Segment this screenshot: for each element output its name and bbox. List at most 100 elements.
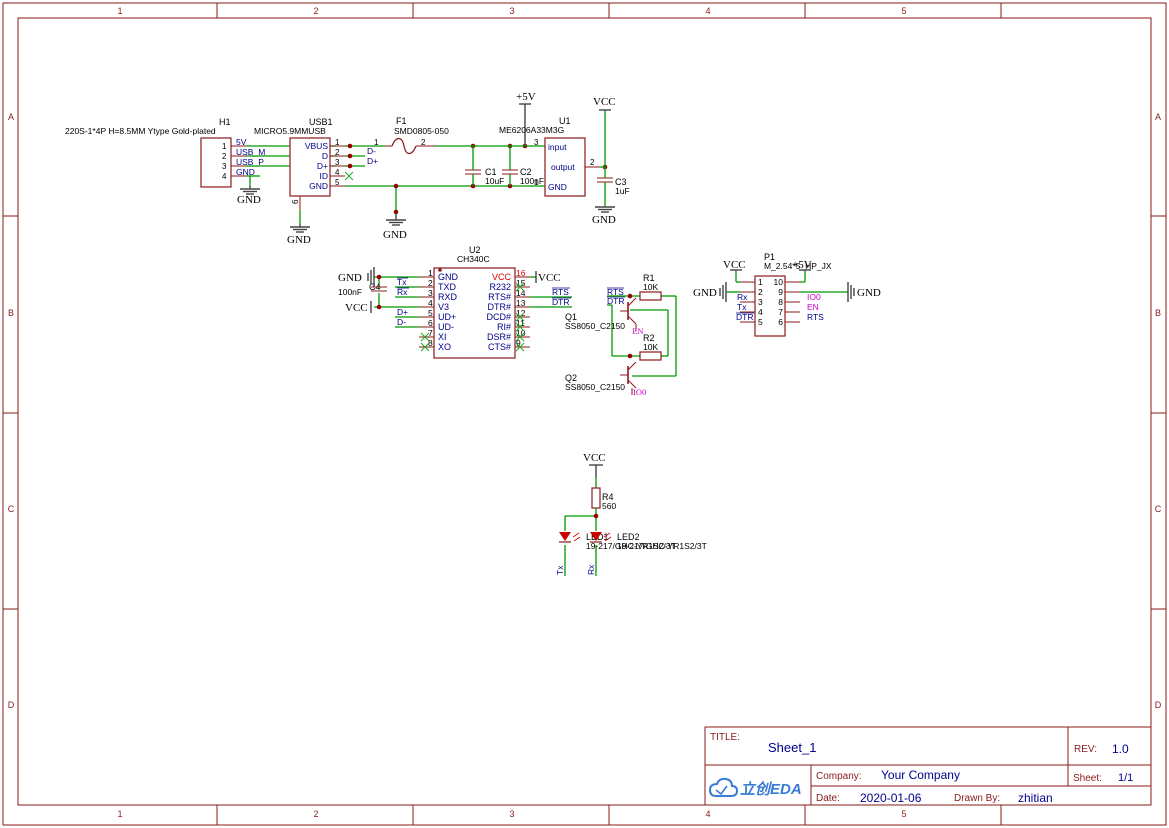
vcc-symbol-p1: VCC — [723, 259, 746, 271]
usb1-pin-name: D — [322, 151, 328, 161]
usb1-id-no-connect — [344, 171, 354, 181]
date-value: 2020-01-06 — [860, 791, 922, 805]
col-label-bottom-1: 1 — [117, 809, 122, 819]
gnd-symbol: GND — [237, 186, 261, 206]
p1-value: M_2.54*5_HP_JX — [764, 261, 832, 271]
component-c2[interactable]: C2 100nF — [502, 146, 544, 186]
component-c1[interactable]: C1 10uF — [465, 146, 504, 186]
gnd-label: GND — [287, 234, 311, 246]
component-c3[interactable]: C3 1uF — [597, 177, 630, 207]
h1-net-5v: 5V — [236, 137, 247, 147]
net-label-dtr: DTR — [736, 312, 753, 322]
component-u1[interactable]: U1 ME6206A33M3G input output GND 3 1 2 — [499, 116, 600, 197]
net-label-rts: RTS — [552, 287, 569, 297]
usb1-pin-number: 6 — [291, 199, 300, 204]
net-label-dplus: D+ — [397, 307, 408, 317]
component-h1[interactable]: H1 220S-1*4P H=8.5MM Ytype Gold-plated 1… — [65, 117, 265, 188]
net-label-dtr: DTR — [607, 296, 624, 306]
u2-left-pin-name: V3 — [438, 302, 449, 312]
row-label-right-b: B — [1155, 308, 1161, 318]
component-q1[interactable]: Q1 SS8050_C2150 EN — [565, 297, 643, 336]
net-label-dplus: D+ — [367, 156, 378, 166]
component-usb1[interactable]: USB1 MICRO5.9MMUSB VBUS D D+ ID GND 1 2 … — [254, 117, 354, 210]
u2-left-pin-number: 6 — [428, 318, 433, 328]
u1-pin-gnd: GND — [548, 182, 567, 192]
title-label: TITLE: — [710, 732, 740, 743]
p1-right-pin-number: 9 — [778, 287, 783, 297]
c4-value: 100nF — [338, 287, 362, 297]
h1-net-usb-m: USB_M — [236, 147, 265, 157]
row-label-right-a: A — [1155, 112, 1161, 122]
u2-left-pin-number: 7 — [428, 328, 433, 338]
gnd-symbol: GND — [383, 212, 407, 241]
gnd-label: GND — [383, 229, 407, 241]
h1-pin-number: 4 — [222, 172, 227, 181]
component-q2[interactable]: Q2 SS8050_C2150 IO0 — [565, 361, 646, 397]
p1-wires — [726, 270, 848, 293]
u2-right-pin-name: DSR# — [487, 332, 511, 342]
rev-label: REV: — [1074, 744, 1097, 755]
component-r1[interactable]: R1 10K — [639, 273, 662, 301]
row-label-left-c: C — [8, 504, 15, 514]
company-label: Company: — [816, 771, 862, 782]
f1-value: SMD0805-050 — [394, 126, 449, 136]
title-block: TITLE: Sheet_1 REV: 1.0 Company: Your Co… — [704, 726, 1152, 806]
u2-right-pin-number: 16 — [516, 268, 526, 278]
u1-pin-number: 1 — [534, 178, 539, 187]
net-label-rx: Rx — [397, 287, 408, 297]
component-led2[interactable]: LED2 19-217/GHC-YR1S2/3T — [590, 532, 707, 551]
c3-ref: C3 — [615, 177, 627, 187]
u2-right-pin-number: 11 — [516, 318, 525, 328]
gnd-label: GND — [857, 287, 881, 299]
u2-right-pin-name: RI# — [497, 322, 511, 332]
p5v-label: +5V — [792, 259, 812, 271]
net-label-en: EN — [632, 326, 643, 336]
sheet-label: Sheet: — [1073, 773, 1102, 784]
u2-left-pin-name: XI — [438, 332, 447, 342]
q2-ref: Q2 — [565, 373, 577, 383]
u2-left-pin-number: 4 — [428, 298, 433, 308]
usb1-pin-number: 4 — [335, 168, 340, 177]
net-label-tx: Tx — [555, 565, 565, 575]
r1-value: 10K — [643, 282, 658, 292]
h1-net-gnd: GND — [236, 167, 255, 177]
u2-right-pin-number: 14 — [516, 288, 526, 298]
u2-right-pin-number: 10 — [516, 328, 526, 338]
p1-right-pin-number: 10 — [774, 277, 784, 287]
vcc-label: VCC — [593, 96, 616, 108]
c3-value: 1uF — [615, 186, 630, 196]
r2-value: 10K — [643, 342, 658, 352]
p1-left-pin-number: 3 — [758, 297, 763, 307]
u2-left-pin-number: 1 — [428, 268, 433, 278]
drawn-by-label: Drawn By: — [954, 793, 1000, 804]
u1-pin-input: input — [548, 142, 567, 152]
p1-left-pin-number: 5 — [758, 317, 763, 327]
gnd-symbol: GND — [592, 206, 616, 226]
rev-value: 1.0 — [1112, 742, 1129, 756]
component-f1[interactable]: F1 SMD0805-050 1 2 — [374, 116, 449, 155]
usb1-pin-number: 2 — [335, 148, 340, 157]
component-u2[interactable]: U2 CH340C GND TXD RXD V3 UD+ UD- XI XO V… — [419, 245, 530, 359]
p5v-symbol: +5V — [516, 91, 536, 146]
usb1-pin-number: 5 — [335, 178, 340, 187]
net-label-dtr: DTR — [552, 297, 569, 307]
u2-no-connect-marks — [420, 282, 525, 352]
r2-ref: R2 — [643, 333, 655, 343]
gnd-symbol-p1-left: GND — [693, 282, 727, 302]
component-r4[interactable]: R4 560 — [591, 487, 616, 511]
vcc-label: VCC — [345, 302, 368, 314]
p5v-symbol-p1: +5V — [792, 259, 812, 271]
gnd-label: GND — [237, 194, 261, 206]
overbars — [397, 277, 571, 299]
u2-right-pin-number: 13 — [516, 298, 526, 308]
usb1-pin-name: VBUS — [305, 141, 328, 151]
p1-left-pin-number: 1 — [758, 277, 763, 287]
net-label-rts: RTS — [807, 312, 824, 322]
usb1-pin-number: 3 — [335, 158, 340, 167]
u2-right-pin-name: DCD# — [486, 312, 511, 322]
vcc-label: VCC — [538, 272, 561, 284]
usb1-pin-name: ID — [320, 171, 329, 181]
component-r2[interactable]: R2 10K — [639, 333, 662, 361]
u2-left-pin-number: 3 — [428, 288, 433, 298]
component-p1[interactable]: P1 M_2.54*5_HP_JX 1 2 3 4 5 10 9 8 7 6 — [740, 252, 832, 337]
